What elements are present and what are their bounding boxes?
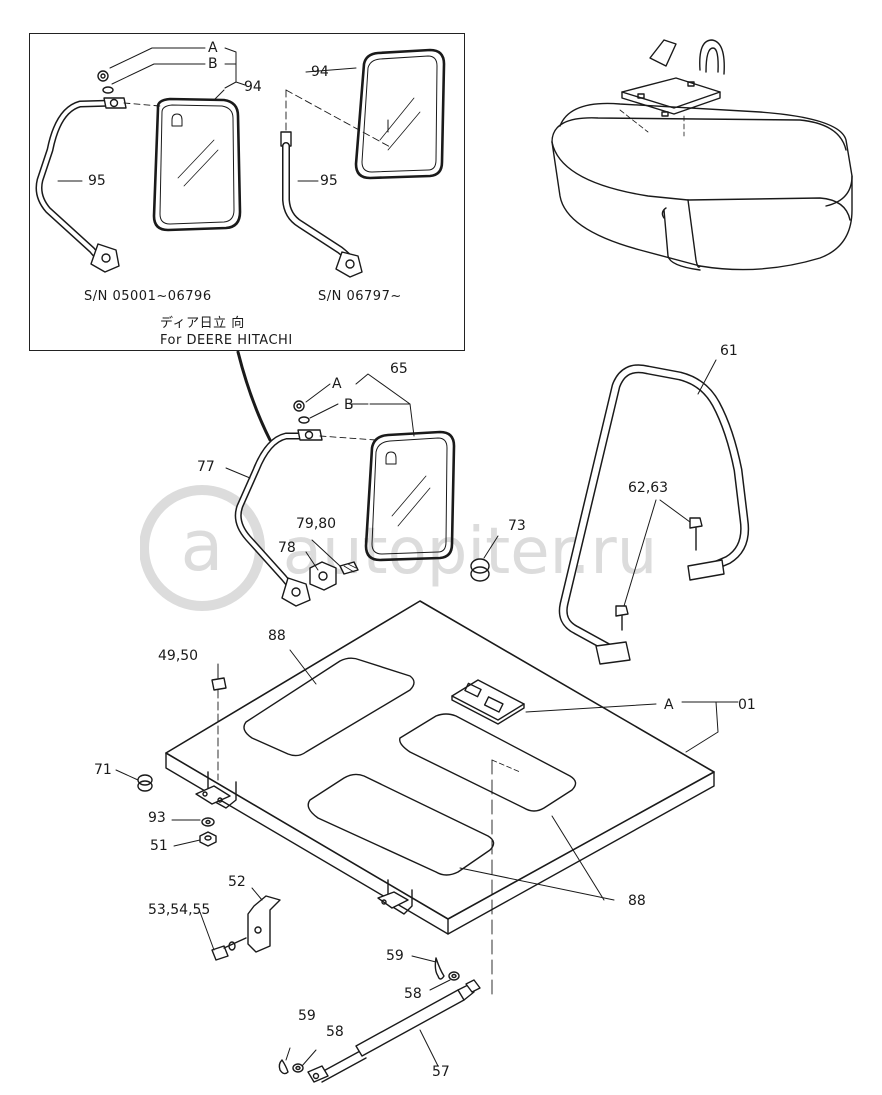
callout-01: 01	[738, 697, 756, 713]
inset-left-nut-and-washer	[97, 70, 114, 94]
callout-71: 71	[94, 762, 112, 778]
inset-right-mirror	[354, 48, 446, 180]
nut-a-washer-b	[293, 400, 310, 424]
bolts-62-63	[615, 517, 703, 631]
washer-93	[201, 817, 215, 827]
callout-78: 78	[278, 540, 296, 556]
handrail-61	[558, 364, 750, 665]
roof-bracket-bottom	[377, 879, 413, 915]
callout-73: 73	[508, 518, 526, 534]
callout-a-right: A	[664, 697, 674, 713]
clip-59-bottom	[278, 1059, 289, 1075]
callout-51: 51	[150, 838, 168, 854]
callout-b: B	[344, 397, 354, 413]
seat-mounted-bracket-assembly	[619, 39, 725, 137]
inset-serial-right: S/N 06797~	[318, 289, 402, 304]
gas-strut-57	[307, 979, 481, 1083]
callout-58-top: 58	[404, 986, 422, 1002]
main-leader-lines	[115, 359, 739, 1067]
nut-51	[199, 831, 217, 847]
inset-box-deere-hitachi	[29, 33, 465, 351]
callout-58-bottom: 58	[326, 1024, 344, 1040]
bolt-49-50	[211, 677, 227, 781]
callout-59-top: 59	[386, 948, 404, 964]
cap-73	[470, 558, 490, 582]
callout-a: A	[332, 376, 342, 392]
inset-label-95-left: 95	[88, 173, 106, 189]
inset-label-95-right: 95	[320, 173, 338, 189]
inset-caption-japanese: ディア日立 向	[160, 316, 245, 331]
inset-left-mirror	[152, 97, 242, 232]
inset-caption-english: For DEERE HITACHI	[160, 333, 293, 348]
inset-link-line	[236, 350, 272, 442]
callout-57: 57	[432, 1064, 450, 1080]
callout-88-bottom: 88	[628, 893, 646, 909]
washer-58-top	[448, 971, 460, 981]
inset-label-94-right: 94	[311, 64, 329, 80]
callout-79-80: 79,80	[296, 516, 337, 532]
roof-window-panels-88	[243, 657, 577, 876]
inset-right-stay-95	[280, 89, 393, 278]
callout-61: 61	[720, 343, 738, 359]
mirror-stay-77	[234, 429, 377, 607]
mirror-65	[364, 430, 456, 562]
callout-59-bottom: 59	[298, 1008, 316, 1024]
callout-88-top: 88	[268, 628, 286, 644]
inset-label-94-left: 94	[244, 79, 262, 95]
inset-serial-left: S/N 05001~06796	[84, 289, 212, 304]
clamp-78	[309, 561, 337, 591]
roof-panel-01	[165, 600, 715, 935]
bolt-79-80	[339, 561, 359, 575]
callout-49-50: 49,50	[158, 648, 199, 664]
cap-71	[137, 774, 153, 792]
strut-center-line-2	[491, 759, 521, 773]
washer-58-bottom	[292, 1063, 304, 1073]
bolt-53-54-55	[211, 937, 247, 961]
callout-53-54-55: 53,54,55	[148, 902, 211, 918]
roof-hatch-plate-a	[451, 679, 525, 725]
bracket-52	[247, 895, 281, 953]
inset-label-b: B	[208, 56, 218, 72]
operator-seat	[551, 102, 853, 271]
inset-leader-lines	[57, 47, 357, 182]
inset-left-stay-95	[35, 97, 161, 273]
callout-93: 93	[148, 810, 166, 826]
callout-52: 52	[228, 874, 246, 890]
clip-59-top	[434, 957, 445, 980]
inset-label-a: A	[208, 40, 218, 56]
roof-bracket-left	[195, 771, 237, 809]
callout-62-63: 62,63	[628, 480, 669, 496]
callout-65: 65	[390, 361, 408, 377]
callout-77: 77	[197, 459, 215, 475]
